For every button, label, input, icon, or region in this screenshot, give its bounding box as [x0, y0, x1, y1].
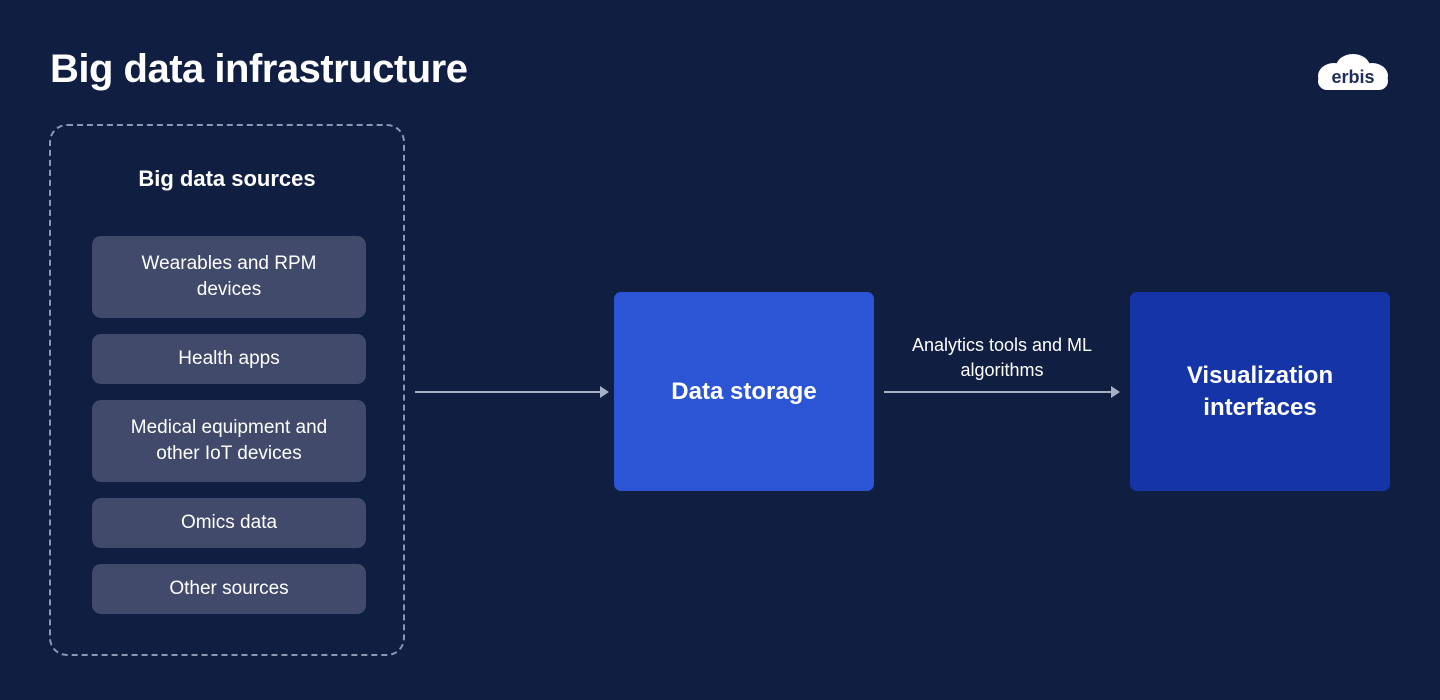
cloud-icon: erbis — [1318, 54, 1388, 90]
source-item-label: Other sources — [169, 578, 289, 599]
arrow-label-analytics: Analytics tools and ML algorithms — [911, 335, 1093, 380]
list-item[interactable]: Other sources — [92, 564, 366, 614]
sources-group-heading: Big data sources — [138, 166, 316, 191]
arrow-head-icon — [1111, 386, 1120, 398]
sources-list: Wearables and RPM devices Health apps Me… — [92, 236, 366, 614]
source-item-label: Health apps — [178, 348, 280, 369]
list-item[interactable]: Health apps — [92, 334, 366, 384]
list-item[interactable]: Medical equipment and other IoT devices — [92, 400, 366, 482]
process-box-label: Data storage — [671, 377, 817, 405]
arrow-data-storage-to-visualization — [884, 386, 1120, 398]
source-item-label: Wearables and RPM devices — [141, 253, 317, 300]
big-data-sources-group: Big data sources Wearables and RPM devic… — [49, 124, 405, 656]
process-box-visualization-interfaces[interactable]: Visualization interfaces — [1130, 292, 1390, 491]
list-item[interactable]: Omics data — [92, 498, 366, 548]
arrow-line — [415, 391, 601, 393]
process-box-data-storage[interactable]: Data storage — [614, 292, 874, 491]
list-item[interactable]: Wearables and RPM devices — [92, 236, 366, 318]
arrow-line — [884, 391, 1112, 393]
arrow-sources-to-data-storage — [415, 386, 609, 398]
source-item-label: Medical equipment and other IoT devices — [130, 417, 328, 464]
brand-logo: erbis — [1315, 52, 1391, 93]
page-title: Big data infrastructure — [50, 47, 468, 91]
source-item-label: Omics data — [180, 512, 278, 533]
brand-logo-text: erbis — [1331, 67, 1374, 87]
process-box-label: Visualization interfaces — [1186, 361, 1334, 421]
arrow-head-icon — [600, 386, 609, 398]
